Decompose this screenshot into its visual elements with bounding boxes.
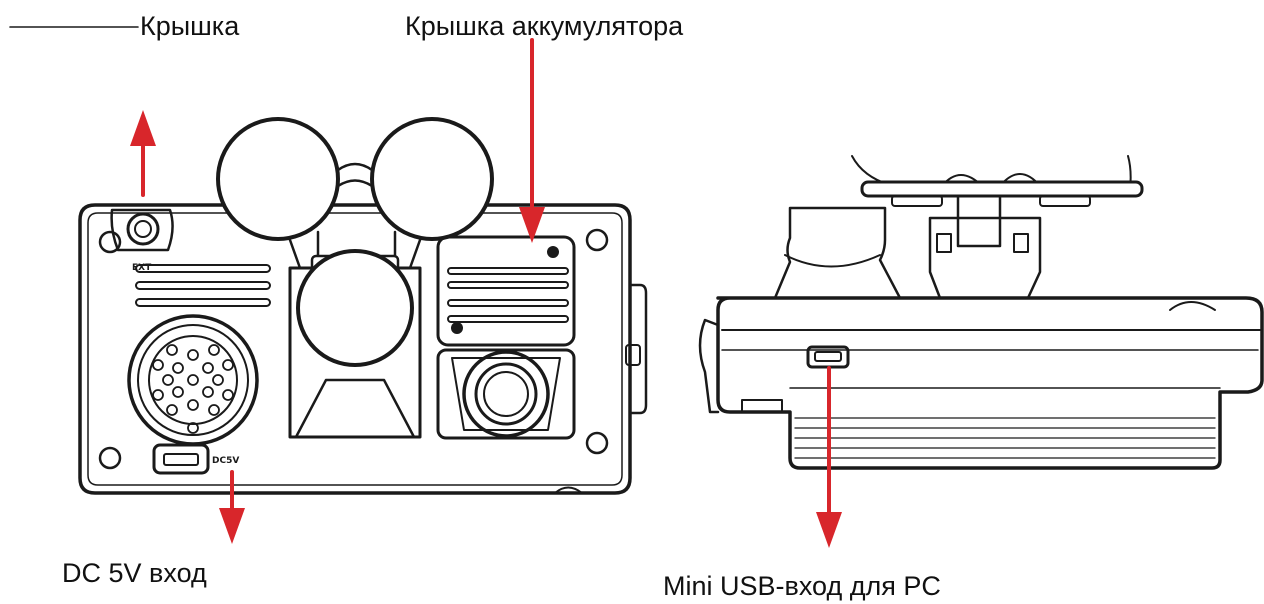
cover-label: Крышка [140, 11, 240, 41]
usb-input-label: Mini USB-вход для PC [663, 571, 941, 601]
side-view-device [698, 155, 1264, 470]
dc-port: DC5V [152, 443, 239, 475]
battery-cover [436, 235, 576, 347]
arrow-down-usb [816, 366, 842, 548]
vent-slots [135, 264, 271, 307]
arrow-up-cover [130, 110, 156, 197]
lens-caps [216, 117, 494, 270]
center-lens-block [288, 249, 422, 439]
round-connector [127, 314, 259, 446]
dc-port-label: DC5V [212, 456, 239, 466]
arrow-down-dc [219, 470, 245, 544]
red-arrows [130, 38, 842, 548]
arrow-down-battery [519, 38, 545, 243]
dc-input-label: DC 5V вход [62, 558, 207, 588]
battery-cover-label: Крышка аккумулятора [405, 11, 684, 41]
ext-button-label: EXT [132, 263, 152, 273]
front-view-device: EXT [78, 117, 648, 495]
corner-screw-holes [98, 228, 609, 470]
ext-button: EXT [110, 208, 174, 273]
rear-camera [436, 348, 576, 440]
